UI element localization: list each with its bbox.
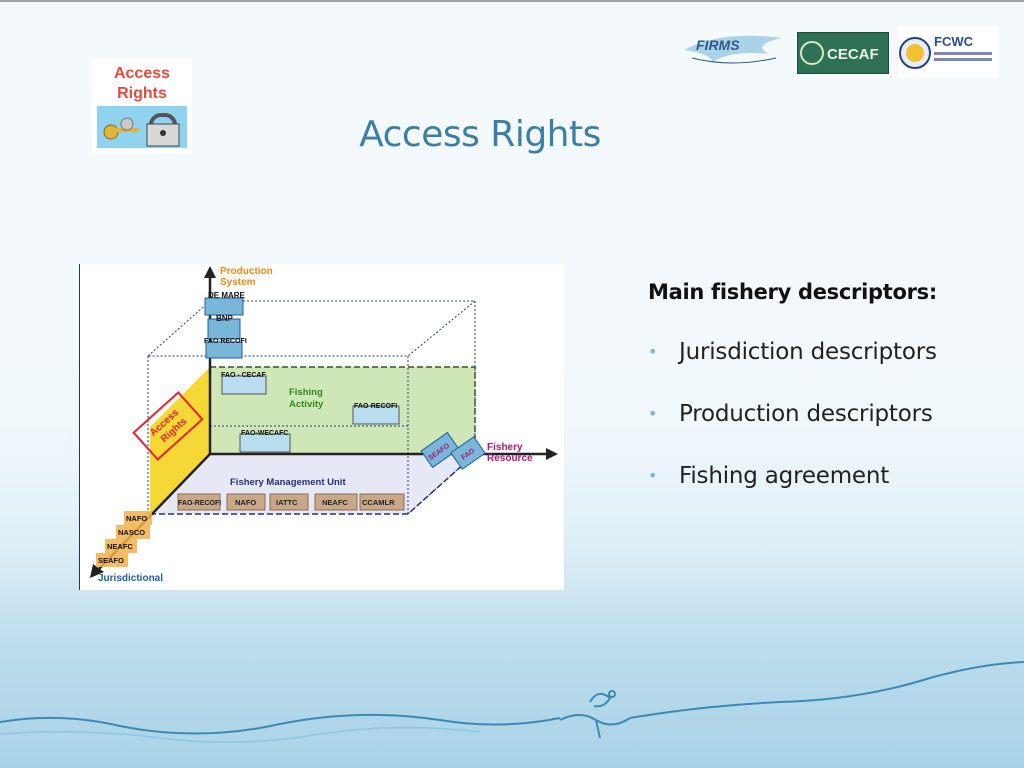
production-item-1: DE MARE [208, 291, 246, 300]
activity-item-3: FAO-WECAFC [241, 430, 288, 437]
fishing-activity-label-1: Fishing [289, 387, 323, 398]
jurisdictional-items: NAFO NASCO NEAFC SEAFO [96, 511, 152, 567]
wave-decoration [0, 661, 1024, 743]
management-unit-5: CCAMLR [362, 498, 395, 507]
fishing-activity-label-2: Activity [289, 399, 324, 410]
descriptor-list-heading: Main fishery descriptors: [648, 280, 937, 304]
cecaf-logo: CECAF [797, 32, 889, 74]
activity-item-2: FAO-RECOFI [354, 403, 397, 410]
resource-tile-2: FAO [450, 436, 486, 470]
fishery-management-unit-label: Fishery Management Unit [230, 477, 346, 488]
access-logo-line1: Access [113, 65, 171, 82]
jurisdictional-item-2: NASCO [118, 528, 145, 537]
keys-lock-icon [103, 113, 180, 147]
firms-logo-text: FIRMS [696, 37, 740, 53]
keys-and-lock-picture [97, 106, 187, 148]
jurisdictional-axis-label: Jurisdictional [98, 573, 163, 584]
production-axis-label-2: System [220, 277, 256, 288]
firms-logo: FIRMS [682, 28, 784, 74]
descriptor-item: • Jurisdiction descriptors [648, 337, 978, 368]
jurisdictional-item-1: NAFO [126, 514, 147, 523]
bullet-dot-icon: • [648, 404, 658, 423]
resource-tile-1: SEAFO [420, 431, 460, 469]
fcwc-logo: FCWC [898, 26, 998, 78]
activity-tile-1 [221, 375, 267, 395]
activity-tile-3 [239, 433, 291, 453]
management-units: FAO-RECOFI NAFO IATTC NEAFC CCAMLR [177, 493, 405, 511]
management-unit-2: NAFO [235, 498, 256, 507]
activity-tile-2 [352, 405, 400, 425]
production-axis-label-1: Production [220, 266, 273, 277]
descriptor-list: Main fishery descriptors: • Jurisdiction… [648, 280, 978, 492]
fcwc-logo-text: FCWC [934, 34, 974, 49]
jurisdictional-item-3: NEAFC [107, 542, 133, 551]
management-unit-3: IATTC [276, 498, 298, 507]
bullet-dot-icon: • [648, 466, 658, 485]
bullet-dot-icon: • [648, 342, 658, 361]
jurisdictional-item-4: SEAFO [98, 556, 124, 565]
activity-item-1: FAO - CECAF [221, 372, 266, 379]
seabird-emblem-icon [559, 690, 631, 739]
production-item-3: FAO RECOFI [204, 338, 247, 345]
resource-axis-label-2: Resource [487, 453, 533, 464]
access-rights-logo: Access Rights [92, 58, 192, 154]
descriptor-item-text: Jurisdiction descriptors [679, 339, 937, 365]
fishery-descriptors-diagram: Production System Fishery Resource Juris… [79, 264, 564, 590]
production-item-2: BNP [216, 314, 234, 323]
access-logo-line2: Rights [117, 85, 167, 102]
cecaf-logo-text: CECAF [827, 46, 879, 63]
descriptor-item: • Fishing agreement [648, 461, 978, 492]
descriptor-item-text: Fishing agreement [679, 463, 890, 489]
resource-axis-label-1: Fishery [487, 442, 523, 453]
management-unit-4: NEAFC [322, 498, 348, 507]
production-items: DE MARE BNP FAO RECOFI [204, 291, 247, 359]
descriptor-item: • Production descriptors [648, 399, 978, 430]
fishing-activity-plane [210, 367, 475, 454]
descriptor-item-text: Production descriptors [679, 401, 933, 427]
slide-title: Access Rights [359, 114, 601, 155]
management-unit-1: FAO-RECOFI [178, 500, 221, 507]
